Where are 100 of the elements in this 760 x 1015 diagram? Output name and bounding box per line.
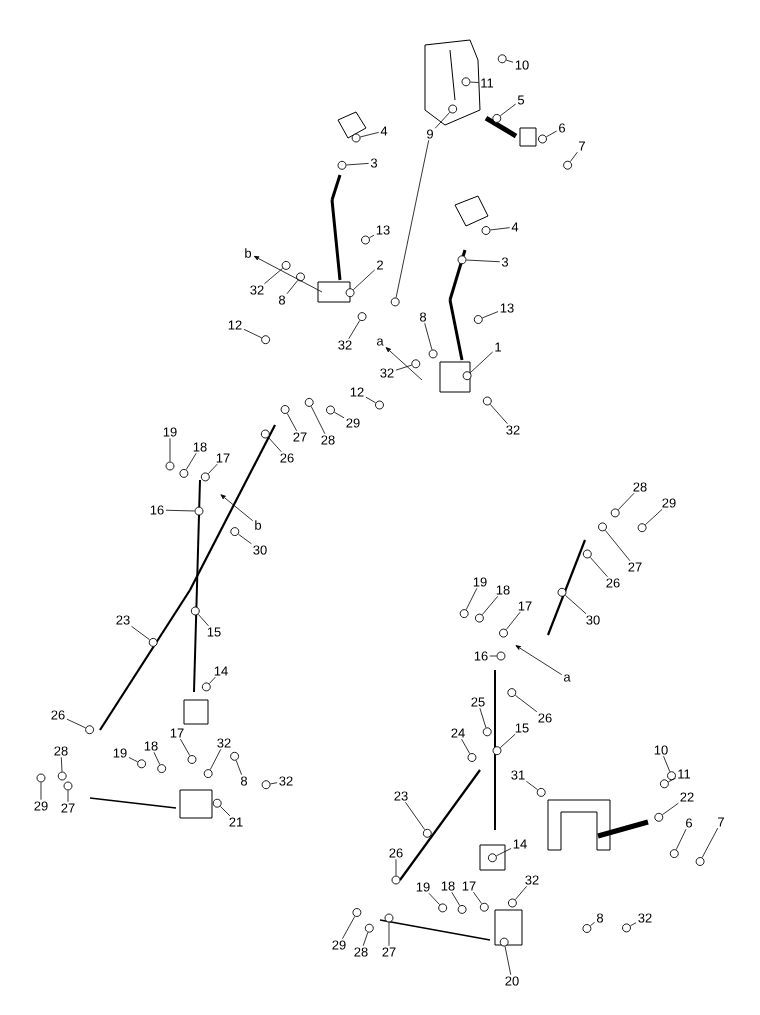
callout-number: 27: [628, 562, 642, 572]
bushing: [36, 773, 46, 783]
callout-number: 1: [495, 342, 501, 352]
bushing: [457, 904, 467, 914]
callout-number: 17: [216, 453, 230, 463]
callout-number: 12: [228, 320, 242, 330]
callout-number: 11: [481, 78, 494, 88]
callout-number: 6: [686, 818, 693, 828]
bushing: [384, 913, 394, 923]
leader-line: [604, 529, 631, 562]
callout-number: 11: [678, 769, 691, 779]
leader-line: [333, 411, 345, 419]
callout-number: 31: [511, 770, 525, 780]
callout-number: 19: [473, 577, 487, 587]
leader-line: [209, 748, 222, 771]
bushing: [179, 468, 189, 478]
leader-line: [617, 492, 635, 511]
callout-number: 24: [451, 728, 465, 738]
bushing: [200, 472, 210, 482]
leader-line: [243, 328, 262, 339]
leader-line: [219, 805, 231, 817]
bushing: [582, 549, 592, 559]
callout-number: 32: [380, 368, 394, 378]
callout-number: 7: [718, 817, 724, 827]
leader-line: [470, 81, 479, 83]
leader-line: [405, 801, 426, 831]
reference-arrow: [515, 645, 563, 676]
leader-line: [499, 103, 517, 117]
leader-line: [286, 413, 298, 432]
leader-line: [514, 694, 538, 713]
callout-number: 25: [471, 697, 485, 707]
leader-line: [569, 151, 578, 163]
leader-line: [180, 738, 191, 757]
bushing: [563, 160, 573, 170]
bushing: [496, 651, 506, 661]
bushing: [280, 405, 290, 414]
callout-number: 18: [144, 741, 158, 751]
callout-number: 3: [370, 158, 378, 168]
leader-line: [479, 707, 487, 728]
bushing: [203, 769, 213, 779]
leader-line: [197, 613, 209, 627]
leader-line: [461, 738, 471, 755]
callout-number: 3: [501, 257, 509, 267]
leader-line: [360, 131, 380, 138]
bushing: [538, 134, 547, 144]
leader-line: [489, 403, 508, 425]
leader-line: [286, 280, 299, 295]
leader-line: [40, 782, 42, 801]
leader-line: [207, 463, 218, 475]
callout-number: 14: [214, 666, 228, 676]
bushing: [361, 235, 370, 245]
bushing: [473, 315, 483, 324]
callout-number: 27: [293, 432, 307, 442]
bushing: [190, 606, 200, 616]
bushing: [582, 924, 592, 933]
bushing: [345, 288, 355, 298]
leader-line: [388, 922, 390, 947]
callout-number: 13: [500, 303, 514, 313]
callout-number: 14: [513, 839, 527, 849]
callout-number: 12: [350, 387, 364, 397]
bushing: [654, 812, 664, 822]
leader-line: [662, 802, 679, 816]
bushing: [165, 461, 175, 471]
bushing: [57, 771, 67, 781]
callout-number: 26: [606, 578, 620, 588]
leader-line: [466, 259, 501, 263]
bushing: [462, 371, 472, 381]
bushing: [364, 923, 374, 933]
bushing: [260, 429, 270, 439]
bushing: [499, 937, 509, 947]
callout-number: 30: [586, 615, 600, 625]
callout-number: 29: [662, 498, 676, 508]
leader-line: [675, 828, 687, 850]
callout-number: 23: [116, 615, 130, 625]
leader-line: [504, 946, 512, 976]
leader-line: [481, 595, 499, 616]
leader-line: [185, 452, 197, 470]
bushing: [610, 508, 620, 518]
leader-line: [465, 587, 478, 611]
leader-line: [395, 858, 397, 876]
bushing: [212, 798, 222, 808]
callout-number: 28: [321, 435, 335, 445]
leader-line: [342, 916, 356, 940]
bushing: [187, 755, 197, 764]
callout-number: b: [245, 248, 252, 258]
leader-line: [663, 755, 671, 772]
callout-number: 17: [462, 881, 476, 891]
callout-number: 15: [515, 723, 529, 733]
bushing: [492, 746, 502, 756]
bushing: [487, 853, 497, 863]
callout-number: b: [255, 520, 262, 530]
bushing: [467, 753, 477, 762]
callout-number: 32: [250, 285, 264, 295]
bushing: [194, 506, 204, 516]
leader-line: [499, 733, 516, 749]
leader-line: [346, 163, 370, 166]
callout-number: 29: [34, 801, 48, 811]
callout-number: 27: [61, 803, 75, 813]
leader-line: [505, 611, 521, 630]
leader-line: [644, 508, 663, 526]
